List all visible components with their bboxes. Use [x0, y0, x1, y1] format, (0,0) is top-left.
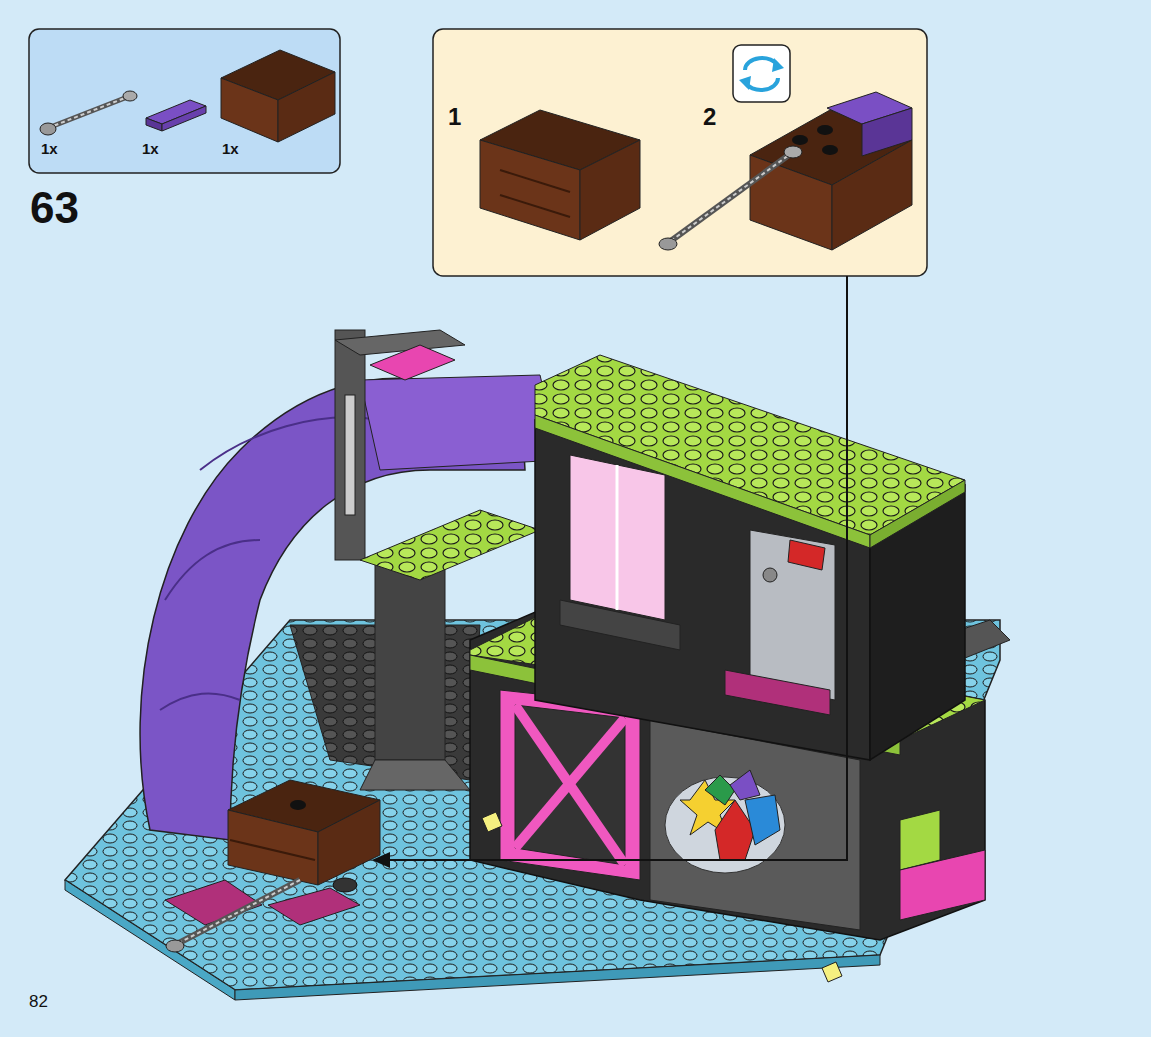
illustration-shape	[40, 50, 335, 142]
illustration-shape	[372, 852, 390, 868]
illustration-shape	[500, 690, 640, 880]
illustration-shape	[345, 395, 355, 515]
illustration-shape	[335, 330, 365, 560]
illustration-shape	[870, 480, 965, 548]
illustration-shape	[480, 45, 912, 250]
illustration-shape	[48, 96, 130, 128]
illustration-shape	[772, 58, 784, 72]
illustration-shape	[278, 72, 335, 142]
part-count: 1x	[222, 140, 239, 157]
illustration-shape	[616, 465, 619, 610]
illustration-shape	[360, 510, 540, 580]
illustration-shape	[750, 155, 832, 250]
illustration-shape	[668, 152, 793, 243]
illustration-shape	[750, 530, 835, 700]
illustration-shape	[175, 880, 300, 945]
illustration-shape	[730, 770, 760, 800]
step-number: 63	[30, 186, 79, 230]
illustration-shape	[500, 195, 570, 217]
illustration-shape	[515, 705, 625, 865]
illustration-shape	[290, 800, 306, 810]
illustration-shape	[385, 276, 847, 860]
illustration-shape	[146, 118, 162, 131]
illustration-shape	[123, 91, 137, 101]
illustration-shape	[268, 888, 360, 925]
page-number: 82	[29, 993, 48, 1010]
illustration-shape	[659, 238, 677, 250]
illustration-shape	[500, 170, 570, 192]
illustration-shape	[40, 123, 56, 135]
illustration-shape	[668, 152, 793, 243]
illustration-shape	[318, 800, 380, 885]
illustration-shape	[221, 78, 278, 142]
illustration-shape	[235, 955, 880, 1000]
illustration-shape	[570, 455, 665, 620]
illustration-shape	[166, 940, 184, 952]
illustration-shape	[705, 775, 735, 805]
illustration-shape	[725, 670, 830, 715]
illustration-shape	[370, 345, 455, 380]
illustration-shape	[560, 600, 680, 650]
illustration-shape	[160, 693, 240, 710]
illustration-shape	[433, 29, 927, 276]
illustration-shape	[515, 718, 625, 848]
illustration-shape	[900, 810, 940, 870]
sub-step-callout: 12	[433, 29, 927, 276]
part-count: 1x	[41, 140, 58, 157]
illustration-shape	[733, 45, 790, 102]
illustration-shape	[515, 705, 625, 865]
part-count: 1x	[142, 140, 159, 157]
illustration-shape	[480, 140, 580, 240]
illustration-shape	[165, 880, 262, 925]
illustration-shape	[335, 330, 465, 355]
illustration-shape	[763, 568, 777, 582]
illustration-shape	[745, 795, 780, 845]
illustration-shape	[822, 962, 842, 982]
part-count: 1	[448, 103, 461, 131]
illustration-shape	[29, 29, 340, 173]
illustration-shape	[360, 375, 560, 470]
illustration-shape	[228, 810, 318, 885]
illustration-shape	[165, 540, 260, 600]
illustration-shape	[580, 140, 640, 240]
illustration-shape	[822, 145, 838, 155]
illustration-shape	[739, 76, 751, 90]
illustration-shape	[48, 96, 130, 128]
illustration-shape	[792, 135, 808, 145]
illustration-shape	[788, 540, 825, 570]
illustration-shape	[817, 125, 833, 135]
part-count: 2	[703, 103, 716, 131]
illustration-shape	[175, 880, 300, 945]
illustration-shape	[162, 106, 206, 131]
illustration-shape	[900, 850, 985, 920]
illustration-shape	[784, 146, 802, 158]
illustration-shape	[360, 760, 470, 790]
illustration-shape	[482, 812, 502, 832]
illustration-shape	[832, 140, 912, 250]
illustration-shape	[333, 878, 357, 892]
parts-list-panel: 1x 1x 1x	[29, 29, 340, 173]
illustration-shape	[230, 840, 315, 860]
illustration-shape	[375, 560, 445, 760]
